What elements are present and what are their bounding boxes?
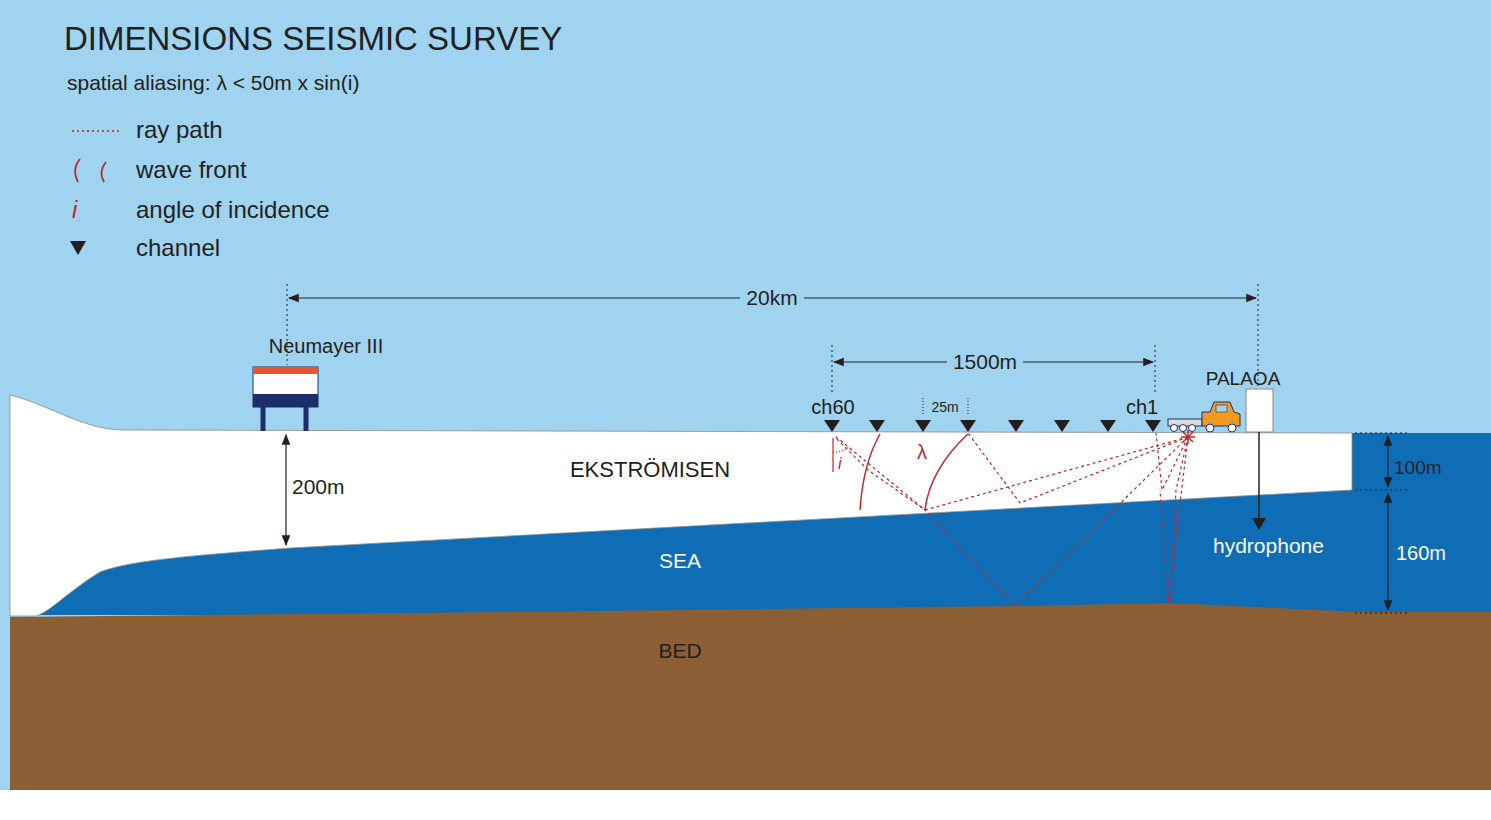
source-star <box>1181 430 1195 444</box>
dimension-20km <box>287 284 1258 386</box>
channel-symbol <box>1054 420 1070 432</box>
station-icon <box>253 367 318 431</box>
label: i <box>72 198 77 222</box>
label: 25m <box>931 400 958 414</box>
label: 200m <box>292 476 345 497</box>
label: PALAOA <box>1206 369 1281 388</box>
label: 1500m <box>947 351 1023 372</box>
label: i <box>838 456 842 472</box>
palaoa-station <box>1246 389 1273 530</box>
label: ch1 <box>1126 397 1158 417</box>
label: spatial aliasing: λ < 50m x sin(i) <box>67 72 359 93</box>
spacing-ticks <box>923 398 968 414</box>
ice-shelf <box>10 395 1352 616</box>
legend-text: wave front <box>136 158 247 182</box>
wave-fronts <box>860 434 968 510</box>
label: 20km <box>740 287 803 308</box>
channel-symbol <box>869 420 885 432</box>
bed <box>10 603 1491 790</box>
label: 100m <box>1394 458 1442 477</box>
ray-paths <box>835 433 1188 606</box>
label: EKSTRÖMISEN <box>570 459 730 481</box>
label: BED <box>658 640 701 661</box>
label: SEA <box>659 550 701 571</box>
legend-text: angle of incidence <box>136 198 329 222</box>
label: Neumayer III <box>269 336 383 356</box>
thickness-arrow <box>285 435 286 545</box>
channel-symbol <box>1145 420 1161 432</box>
channel-symbol <box>1008 420 1024 432</box>
label: hydrophone <box>1213 535 1324 556</box>
legend-text: ray path <box>136 118 223 142</box>
label: λ <box>917 442 927 462</box>
vibrator-vehicle <box>1168 402 1240 432</box>
angle-marker <box>833 438 850 472</box>
channel-symbol <box>824 420 840 432</box>
sky <box>0 0 1491 790</box>
channel-symbol <box>960 420 976 432</box>
legend-text: channel <box>136 236 220 260</box>
label: 160m <box>1396 543 1446 563</box>
title: DIMENSIONS SEISMIC SURVEY <box>64 22 562 55</box>
legend-samples <box>70 131 120 255</box>
label: ch60 <box>811 397 854 417</box>
channel-row <box>824 420 1161 432</box>
channel-symbol <box>915 420 931 432</box>
channel-symbol <box>1100 420 1116 432</box>
dimension-1500m <box>832 345 1155 392</box>
